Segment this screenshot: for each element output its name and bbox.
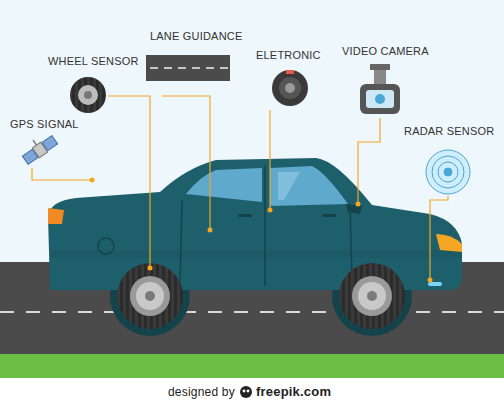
lane-marking: [0, 311, 504, 313]
electronic-icon: [272, 70, 308, 106]
door-handle: [238, 214, 252, 217]
door-handle: [322, 214, 336, 217]
callout-label: GPS SIGNAL: [10, 119, 79, 130]
leader-dot: [90, 178, 433, 283]
fuel-cap: [98, 238, 114, 254]
rear-wheel: [117, 263, 183, 329]
footer-bar: [0, 378, 504, 418]
logo-mark: [240, 386, 252, 398]
callout-label: LANE GUIDANCE: [150, 31, 242, 42]
callout-label: ELETRONIC: [256, 50, 321, 61]
callout-label: VIDEO CAMERA: [342, 46, 429, 57]
head-light: [436, 234, 462, 252]
front-window: [270, 166, 348, 206]
callout-label: RADAR SENSOR: [404, 126, 494, 137]
radar-icon: [426, 150, 470, 194]
window-shine: [278, 172, 300, 200]
tire-icon: [70, 77, 106, 113]
callout-label: WHEEL SENSOR: [48, 56, 139, 67]
rear-window: [186, 168, 262, 202]
satellite-icon: [18, 130, 58, 165]
leader-line: [32, 96, 448, 280]
credit-text: designed by: [168, 386, 235, 398]
front-wheel: [339, 263, 405, 329]
door-line: [180, 166, 352, 286]
car-body: [48, 158, 462, 290]
lane-icon: [146, 55, 230, 81]
camera-icon: [360, 64, 400, 114]
credit-brand: freepik.com: [256, 385, 331, 398]
grass: [0, 354, 504, 378]
tail-light: [48, 208, 64, 224]
radar-unit: [428, 282, 442, 286]
